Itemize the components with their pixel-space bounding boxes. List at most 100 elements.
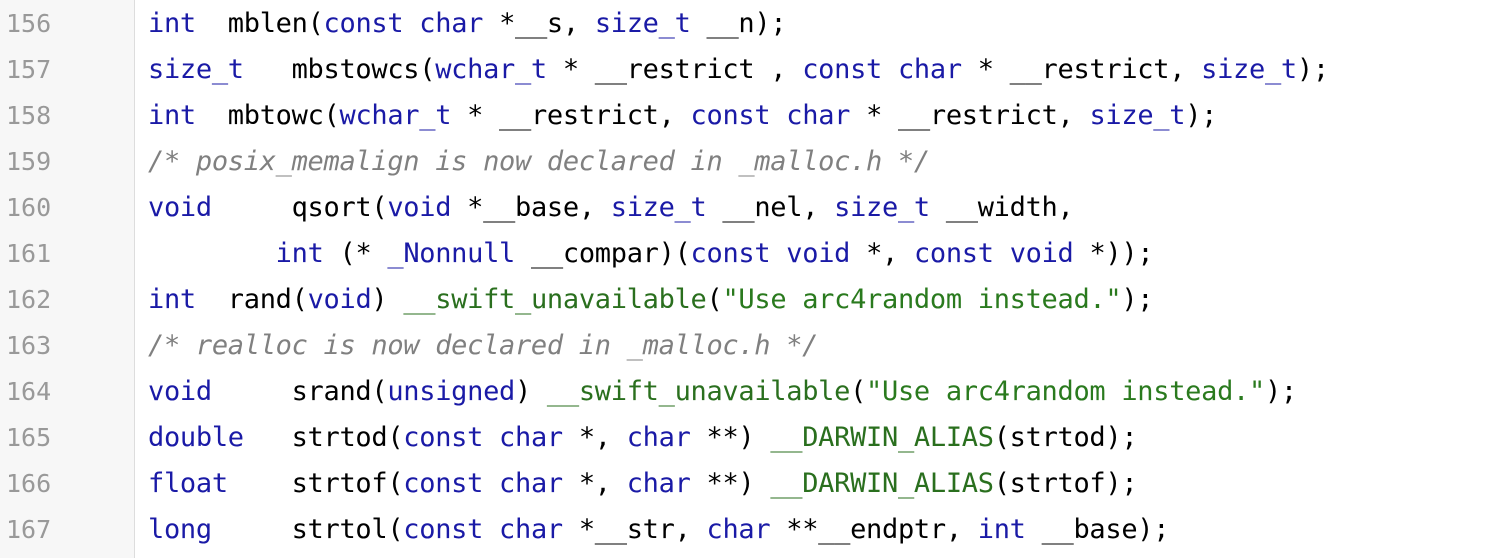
- token-keyword: size_t: [1089, 100, 1186, 131]
- token-plain: *__s,: [483, 8, 595, 39]
- line-number: 159: [6, 147, 52, 176]
- code-line[interactable]: 162 int rand(void) __swift_unavailable("U…: [0, 277, 1502, 323]
- code-text[interactable]: int mblen(const char *__s, size_t __n);: [148, 1, 787, 47]
- token-keyword: _Nonnull: [387, 238, 516, 269]
- token-plain: __width,: [929, 192, 1074, 223]
- token-plain: *,: [850, 238, 914, 269]
- token-plain: [148, 238, 276, 269]
- token-plain: (strtof);: [993, 468, 1138, 499]
- token-plain: (: [850, 376, 867, 407]
- token-plain: );: [1296, 54, 1329, 85]
- line-number-gutter: [0, 0, 135, 558]
- token-plain: [770, 238, 786, 269]
- code-line[interactable]: 161 int (* _Nonnull __compar)(const void…: [0, 231, 1502, 277]
- code-text[interactable]: /* posix_memalign is now declared in _ma…: [148, 139, 930, 185]
- token-plain: strtol(: [211, 514, 404, 545]
- token-keyword: float: [148, 468, 228, 499]
- code-line[interactable]: 160 void qsort(void *__base, size_t __nel…: [0, 185, 1502, 231]
- code-text[interactable]: double strtod(const char *, char **) __D…: [148, 415, 1138, 461]
- token-keyword: const: [403, 514, 484, 545]
- token-plain: *__str,: [562, 514, 707, 545]
- token-plain: [483, 514, 499, 545]
- token-keyword: void: [786, 238, 851, 269]
- token-plain: (*: [323, 238, 388, 269]
- line-number: 167: [6, 515, 52, 544]
- token-plain: ): [515, 376, 547, 407]
- line-number: 160: [6, 193, 52, 222]
- token-plain: * __restrict,: [850, 100, 1090, 131]
- token-keyword: wchar_t: [339, 100, 452, 131]
- token-keyword: const: [403, 468, 484, 499]
- code-text[interactable]: int rand(void) __swift_unavailable("Use …: [148, 277, 1154, 323]
- token-plain: (strtod);: [993, 422, 1138, 453]
- token-plain: [403, 8, 419, 39]
- code-text[interactable]: int mbtowc(wchar_t * __restrict, const c…: [148, 93, 1217, 139]
- code-text[interactable]: size_t mbstowcs(wchar_t * __restrict , c…: [148, 47, 1329, 93]
- line-number: 161: [6, 239, 52, 268]
- token-plain: mbtowc(: [195, 100, 340, 131]
- code-line[interactable]: 166 float strtof(const char *, char **) _…: [0, 461, 1502, 507]
- token-keyword: const: [690, 238, 771, 269]
- line-number: 162: [6, 285, 52, 314]
- token-plain: );: [1121, 284, 1154, 315]
- token-keyword: double: [148, 422, 244, 453]
- token-keyword: char: [626, 468, 691, 499]
- token-macro: __DARWIN_ALIAS: [770, 468, 994, 499]
- token-plain: __n);: [690, 8, 787, 39]
- code-line[interactable]: 157 size_t mbstowcs(wchar_t * __restrict …: [0, 47, 1502, 93]
- token-macro: __swift_unavailable: [546, 376, 851, 407]
- token-plain: **): [690, 468, 771, 499]
- token-keyword: char: [419, 8, 484, 39]
- token-keyword: int: [275, 238, 324, 269]
- token-keyword: unsigned: [387, 376, 515, 407]
- token-keyword: void: [148, 376, 212, 407]
- code-text[interactable]: void qsort(void *__base, size_t __nel, s…: [148, 185, 1074, 231]
- token-plain: );: [1185, 100, 1218, 131]
- code-text[interactable]: void srand(unsigned) __swift_unavailable…: [148, 369, 1297, 415]
- token-string-literal: "Use arc4random instead.": [722, 284, 1122, 315]
- token-keyword: void: [387, 192, 452, 223]
- token-macro: __DARWIN_ALIAS: [770, 422, 994, 453]
- token-keyword: void: [307, 284, 372, 315]
- token-plain: [994, 238, 1010, 269]
- token-keyword: size_t: [834, 192, 930, 223]
- line-number: 163: [6, 331, 52, 360]
- line-number: 166: [6, 469, 52, 498]
- token-keyword: int: [148, 8, 196, 39]
- code-text[interactable]: long strtol(const char *__str, char **__…: [148, 507, 1170, 553]
- code-line[interactable]: 156 int mblen(const char *__s, size_t __n…: [0, 1, 1502, 47]
- line-number: 156: [6, 9, 52, 38]
- token-plain: rand(: [195, 284, 308, 315]
- token-plain: qsort(: [211, 192, 388, 223]
- token-plain: * __restrict,: [451, 100, 691, 131]
- token-plain: [483, 422, 499, 453]
- token-comment: /* realloc is now declared in _malloc.h …: [148, 330, 819, 361]
- token-keyword: int: [977, 514, 1026, 545]
- token-keyword: const: [403, 422, 484, 453]
- token-keyword: void: [1009, 238, 1074, 269]
- token-plain: **): [690, 422, 771, 453]
- token-plain: *));: [1073, 238, 1154, 269]
- line-number: 157: [6, 55, 52, 84]
- code-line[interactable]: 167 long strtol(const char *__str, char *…: [0, 507, 1502, 553]
- code-line[interactable]: 163 /* realloc is now declared in _malloc…: [0, 323, 1502, 369]
- token-keyword: char: [786, 100, 851, 131]
- token-keyword: wchar_t: [435, 54, 547, 85]
- code-text[interactable]: float strtof(const char *, char **) __DA…: [148, 461, 1138, 507]
- code-line[interactable]: 159 /* posix_memalign is now declared in …: [0, 139, 1502, 185]
- token-keyword: char: [499, 468, 563, 499]
- token-plain: srand(: [211, 376, 388, 407]
- token-keyword: size_t: [594, 8, 691, 39]
- token-plain: * __restrict,: [961, 54, 1202, 85]
- token-macro: __swift_unavailable: [403, 284, 707, 315]
- code-text[interactable]: int (* _Nonnull __compar)(const void *, …: [148, 231, 1154, 277]
- token-plain: strtof(: [227, 468, 404, 499]
- token-keyword: long: [148, 514, 212, 545]
- code-text[interactable]: /* realloc is now declared in _malloc.h …: [148, 323, 818, 369]
- token-keyword: char: [499, 514, 563, 545]
